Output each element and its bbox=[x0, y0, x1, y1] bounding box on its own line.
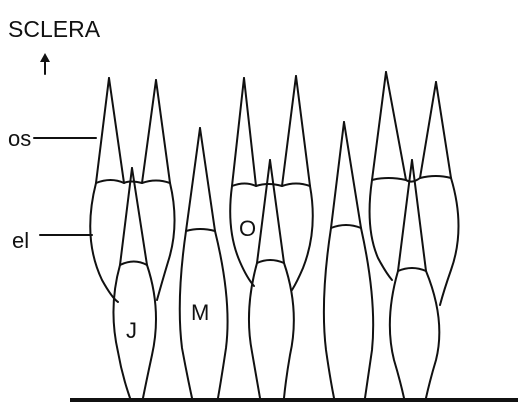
double-cone-1 bbox=[89, 77, 176, 303]
cone-j-label: J bbox=[126, 318, 137, 343]
cone-m-label: M bbox=[191, 300, 209, 325]
cone-right-front bbox=[388, 159, 441, 399]
cone-j: J bbox=[112, 167, 157, 399]
os-label: os bbox=[8, 126, 31, 151]
cone-m: M bbox=[178, 127, 229, 399]
cone-single-right bbox=[322, 121, 375, 399]
double-cone-2: O bbox=[229, 75, 314, 291]
double-cone-3 bbox=[368, 71, 460, 306]
sclera-label: SCLERA bbox=[8, 16, 101, 42]
cone-middle-front bbox=[247, 159, 295, 399]
el-label: el bbox=[12, 228, 29, 253]
cone-o-label: O bbox=[239, 216, 256, 241]
up-arrow-icon bbox=[40, 53, 50, 75]
